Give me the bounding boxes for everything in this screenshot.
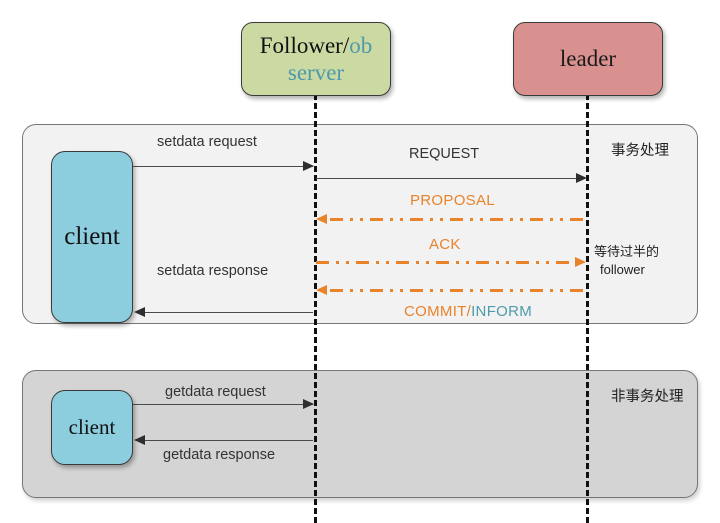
label-inform: INFORM: [471, 303, 533, 320]
client-label-bottom: client: [68, 415, 116, 439]
arrow-proposal: [330, 218, 587, 221]
non-transaction-panel: [22, 370, 698, 498]
observer-label-part1: ob: [349, 32, 373, 58]
arrow-request: [316, 178, 584, 179]
participant-follower-observer[interactable]: Follower/ob server: [241, 22, 391, 96]
leader-label: leader: [559, 46, 617, 72]
annotation-wait-majority-line1: 等待过半的: [594, 244, 660, 259]
arrowhead-request: [576, 173, 587, 183]
label-commit-inform: COMMIT/INFORM: [404, 303, 532, 320]
arrowhead-getdata-response: [134, 435, 145, 445]
observer-label-part2: server: [287, 60, 345, 85]
label-proposal: PROPOSAL: [410, 192, 495, 209]
annotation-wait-majority: 等待过半的 follower: [594, 243, 659, 278]
arrowhead-setdata-response: [134, 307, 145, 317]
label-getdata-response: getdata response: [163, 447, 276, 463]
follower-lifeline: [314, 94, 317, 523]
annotation-wait-majority-line2: follower: [600, 261, 645, 277]
participant-leader[interactable]: leader: [513, 22, 663, 96]
label-request: REQUEST: [409, 146, 480, 162]
arrowhead-ack: [575, 257, 586, 267]
label-getdata-request: getdata request: [165, 384, 266, 400]
arrowhead-proposal: [316, 214, 327, 224]
label-commit: COMMIT/: [404, 303, 472, 320]
arrow-ack: [316, 261, 573, 264]
arrowhead-setdata-request: [303, 161, 314, 171]
client-box-transaction[interactable]: client: [51, 151, 133, 323]
label-ack: ACK: [429, 236, 461, 253]
arrow-commit-inform: [330, 289, 587, 292]
arrowhead-commit-inform: [316, 285, 327, 295]
client-label-top: client: [64, 223, 120, 250]
arrow-setdata-response: [145, 312, 313, 313]
arrow-getdata-request: [133, 404, 313, 405]
follower-label: Follower/: [259, 32, 350, 58]
arrow-getdata-response: [145, 440, 313, 441]
client-box-non-transaction[interactable]: client: [51, 390, 133, 465]
arrowhead-getdata-request: [303, 399, 314, 409]
note-non-transaction: 非事务处理: [611, 389, 684, 405]
label-setdata-request: setdata request: [157, 134, 257, 150]
arrow-setdata-request: [133, 166, 313, 167]
leader-lifeline: [586, 94, 589, 523]
label-setdata-response: setdata response: [157, 263, 269, 279]
note-transaction: 事务处理: [611, 143, 669, 159]
